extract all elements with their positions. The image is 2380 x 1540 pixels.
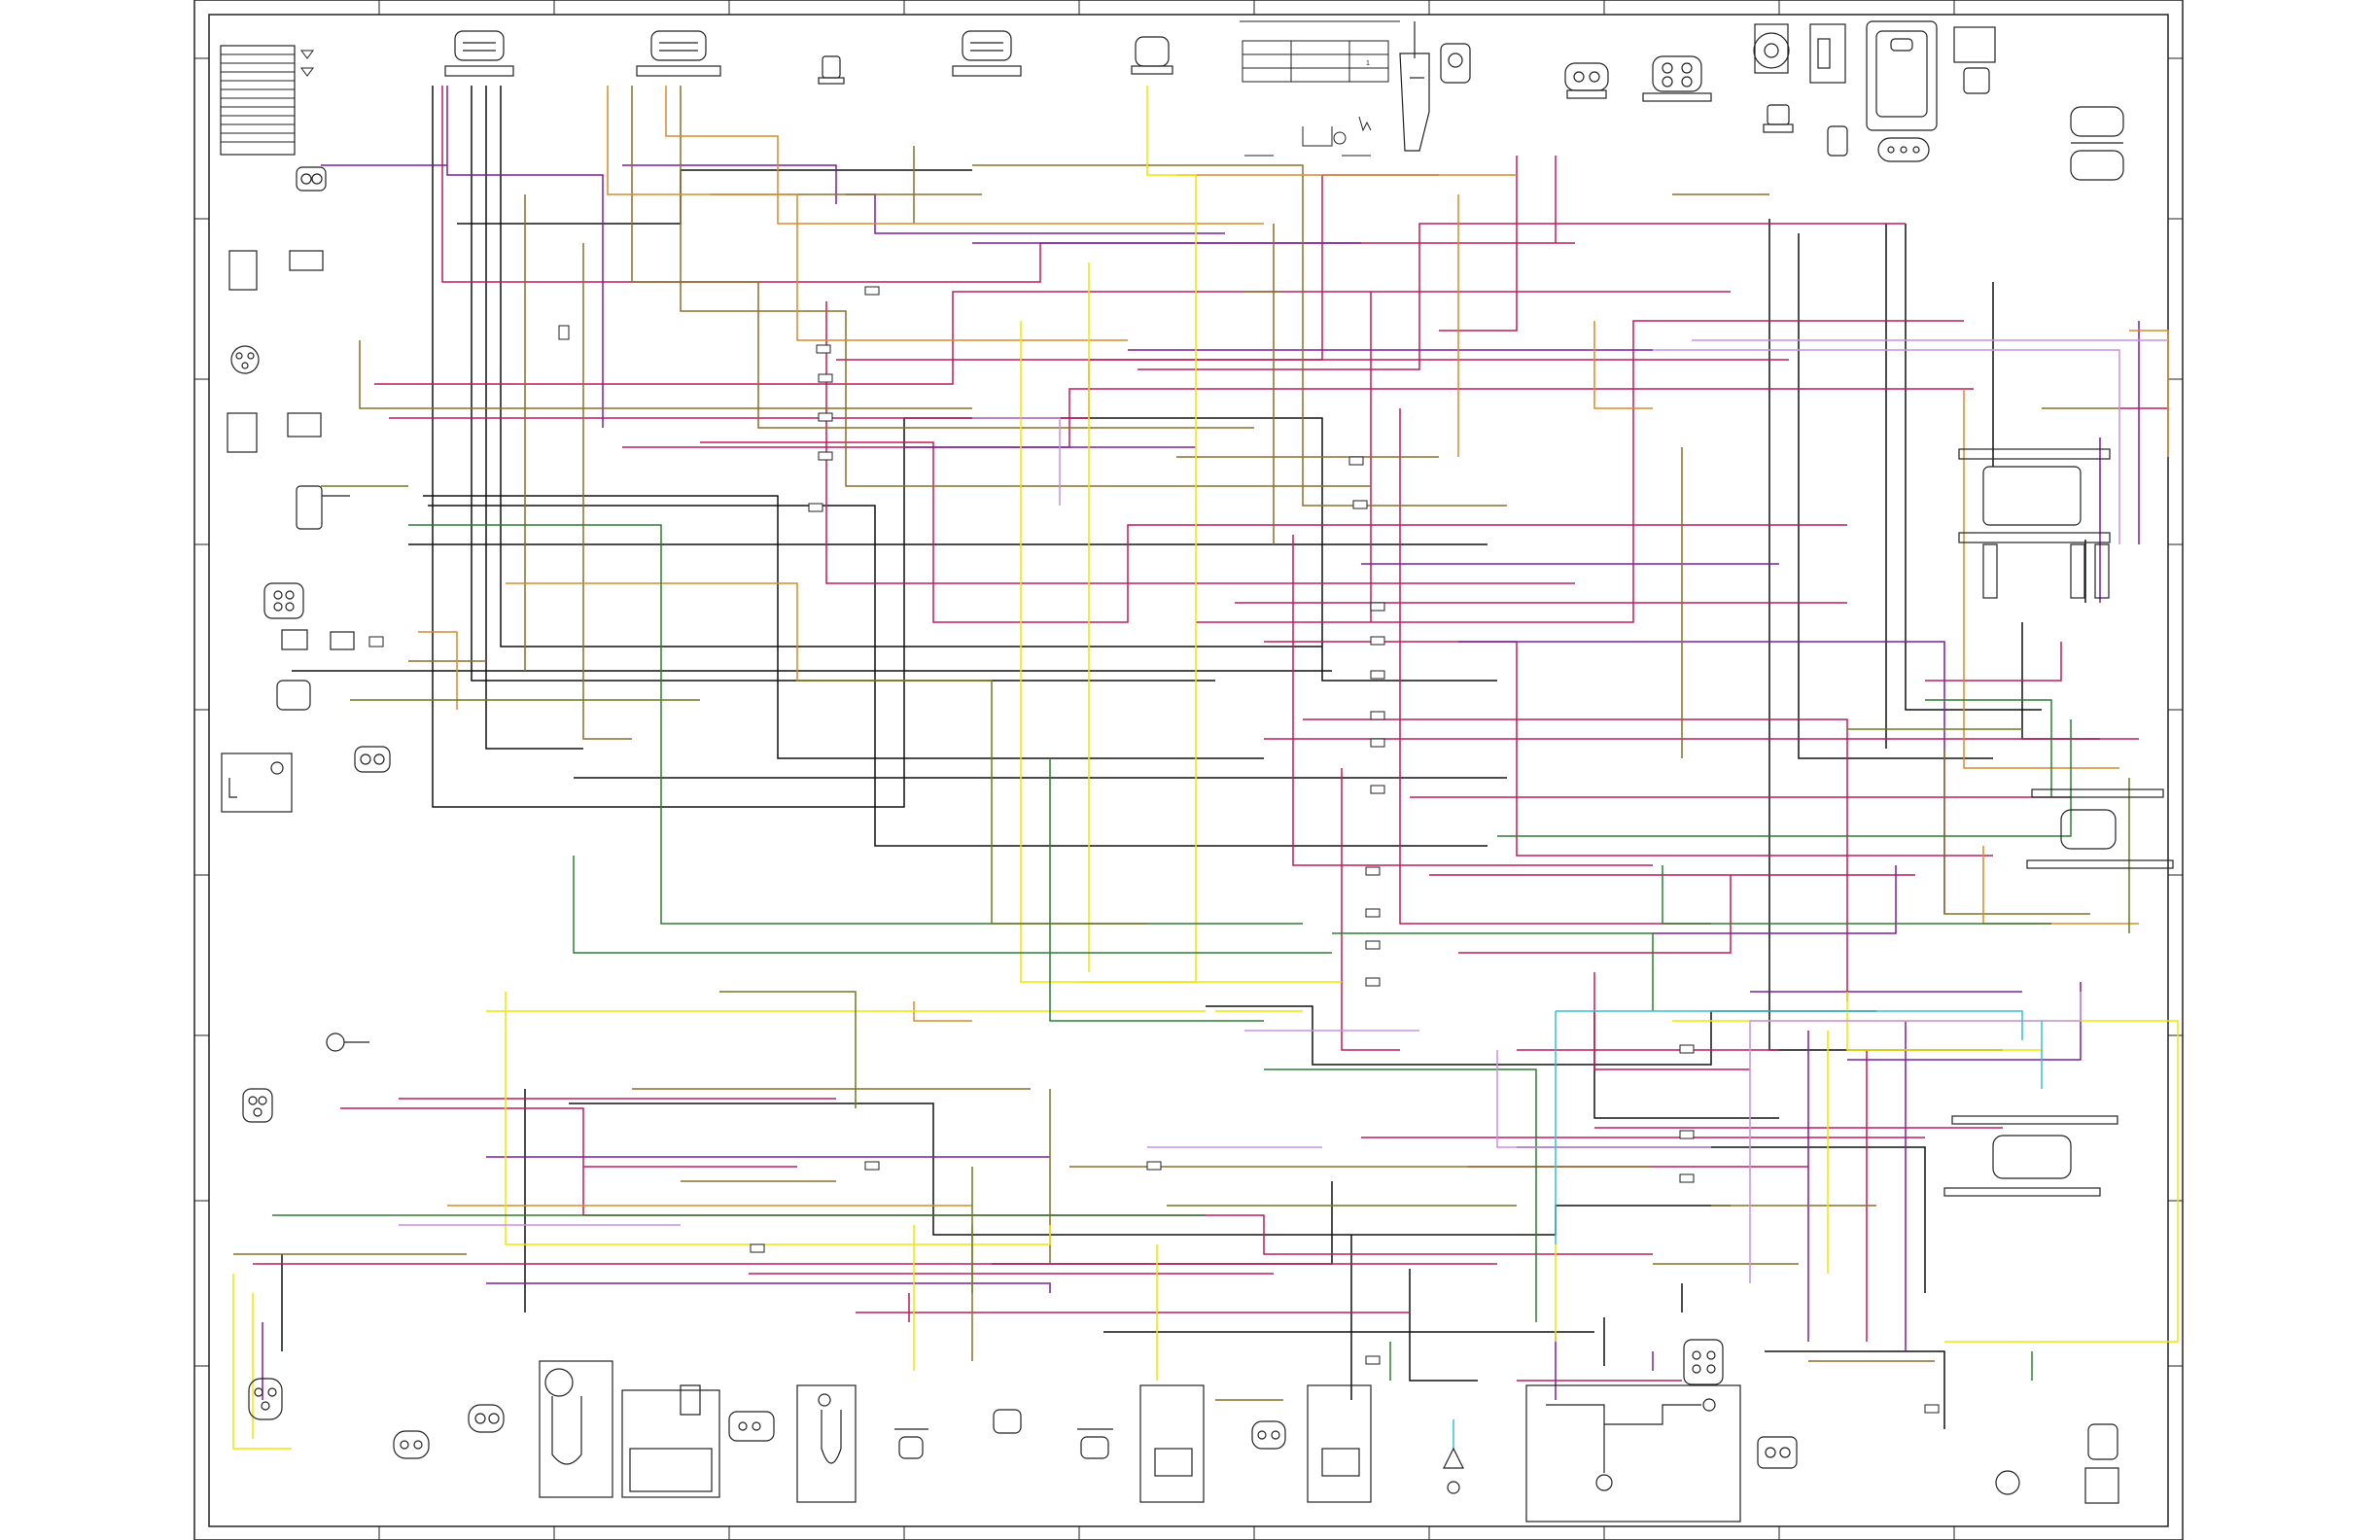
right-connector-5 — [1996, 1471, 2019, 1494]
splice-25 — [751, 1244, 764, 1252]
splice-20 — [1680, 1045, 1694, 1053]
bottom-connector-8 — [894, 1429, 928, 1458]
bottom-connector-17 — [1758, 1437, 1797, 1468]
top-connector-13 — [1867, 21, 1937, 130]
left-connector-6 — [264, 583, 303, 618]
bottom-connector-1 — [249, 1379, 282, 1419]
wires-cyan — [1453, 1011, 2042, 1449]
splice-16 — [1366, 867, 1380, 875]
splice-5 — [819, 452, 832, 460]
border-zone-ticks — [194, 0, 2183, 1540]
left-connectors — [222, 167, 390, 1122]
splice-23 — [865, 1162, 879, 1170]
bottom-connector-16 — [1684, 1340, 1723, 1384]
bottom-connector-3 — [469, 1405, 504, 1432]
top-connector-4 — [953, 31, 1021, 76]
splice-21 — [1680, 1131, 1694, 1138]
splice-6 — [809, 504, 822, 511]
bottom-connector-4 — [540, 1361, 612, 1497]
splice-22 — [1680, 1174, 1694, 1182]
top-connectors — [445, 21, 2123, 180]
svg-text:1: 1 — [1366, 60, 1370, 67]
right-connector-2 — [2027, 789, 2173, 868]
left-connector-5 — [297, 486, 350, 529]
splice-10 — [1371, 603, 1384, 611]
splice-4 — [819, 413, 832, 421]
bottom-connector-7 — [797, 1385, 856, 1502]
splice-27 — [1925, 1405, 1939, 1413]
splice-7 — [559, 326, 569, 339]
splice-11 — [1371, 637, 1384, 645]
splice-2 — [817, 345, 830, 353]
wire-harness — [233, 86, 2178, 1449]
left-connector-2 — [229, 251, 323, 290]
splice-9 — [1353, 501, 1367, 508]
wires-brown — [233, 86, 2119, 1400]
splice-17 — [1366, 909, 1380, 917]
wires-green — [272, 525, 2071, 1381]
ecu-main-connector — [1959, 449, 2110, 598]
left-connector-12 — [243, 1089, 272, 1122]
left-connector-11 — [327, 1033, 369, 1051]
wires-red — [253, 86, 2168, 1381]
splice-13 — [1371, 712, 1384, 719]
bottom-connector-15 — [1526, 1385, 1740, 1522]
bottom-connector-6 — [729, 1412, 774, 1441]
top-connector-11 — [1764, 105, 1793, 132]
splice-24 — [1147, 1162, 1161, 1170]
splice-3 — [819, 374, 832, 382]
splice-26 — [1366, 1356, 1380, 1364]
top-connector-3 — [819, 56, 844, 84]
splice-18 — [1366, 941, 1380, 949]
bottom-connector-10 — [1077, 1429, 1113, 1458]
splice-28 — [369, 637, 383, 647]
top-connector-7 — [1441, 44, 1470, 83]
legend-table — [221, 46, 313, 155]
wires-olive — [321, 486, 2129, 1293]
splice-15 — [1371, 786, 1384, 793]
bottom-connector-2 — [394, 1431, 429, 1458]
left-connector-3 — [231, 346, 259, 373]
splice-1 — [865, 287, 879, 295]
bottom-connector-12 — [1252, 1421, 1285, 1449]
bottom-connector-11 — [1140, 1385, 1204, 1502]
bottom-connector-9 — [994, 1410, 1021, 1433]
left-connector-4 — [228, 413, 321, 452]
top-connector-1 — [445, 31, 513, 76]
splice-12 — [1371, 671, 1384, 679]
left-connector-8 — [277, 681, 310, 710]
left-connector-9 — [222, 753, 292, 812]
top-connector-15 — [1954, 27, 1995, 93]
left-connector-7 — [282, 630, 354, 649]
wires-light-purple — [399, 340, 2168, 1283]
info-table: 1 — [1240, 21, 1400, 156]
left-connector-10 — [355, 747, 390, 772]
right-connector-4 — [2085, 1424, 2118, 1503]
splice-19 — [1366, 978, 1380, 986]
splice-14 — [1371, 739, 1384, 747]
top-connector-5 — [1132, 37, 1172, 74]
top-connector-14 — [1878, 138, 1929, 161]
top-connector-2 — [637, 31, 720, 76]
left-connector-1 — [297, 167, 326, 191]
top-connector-16 — [2071, 107, 2123, 180]
splice-8 — [1349, 457, 1363, 465]
bottom-connectors — [249, 1340, 1797, 1522]
top-connector-6 — [1400, 21, 1429, 151]
top-connector-10 — [1754, 24, 1789, 73]
top-connector-8 — [1565, 63, 1608, 98]
sheet-frame — [194, 0, 2183, 1540]
bottom-connector-13 — [1308, 1385, 1371, 1502]
bottom-connector-5 — [622, 1385, 719, 1497]
top-connector-12 — [1810, 24, 1847, 156]
top-connector-9 — [1643, 56, 1711, 101]
wires-purple — [262, 86, 2139, 1400]
bottom-connector-14 — [1444, 1449, 1463, 1493]
right-connectors — [1944, 449, 2173, 1503]
